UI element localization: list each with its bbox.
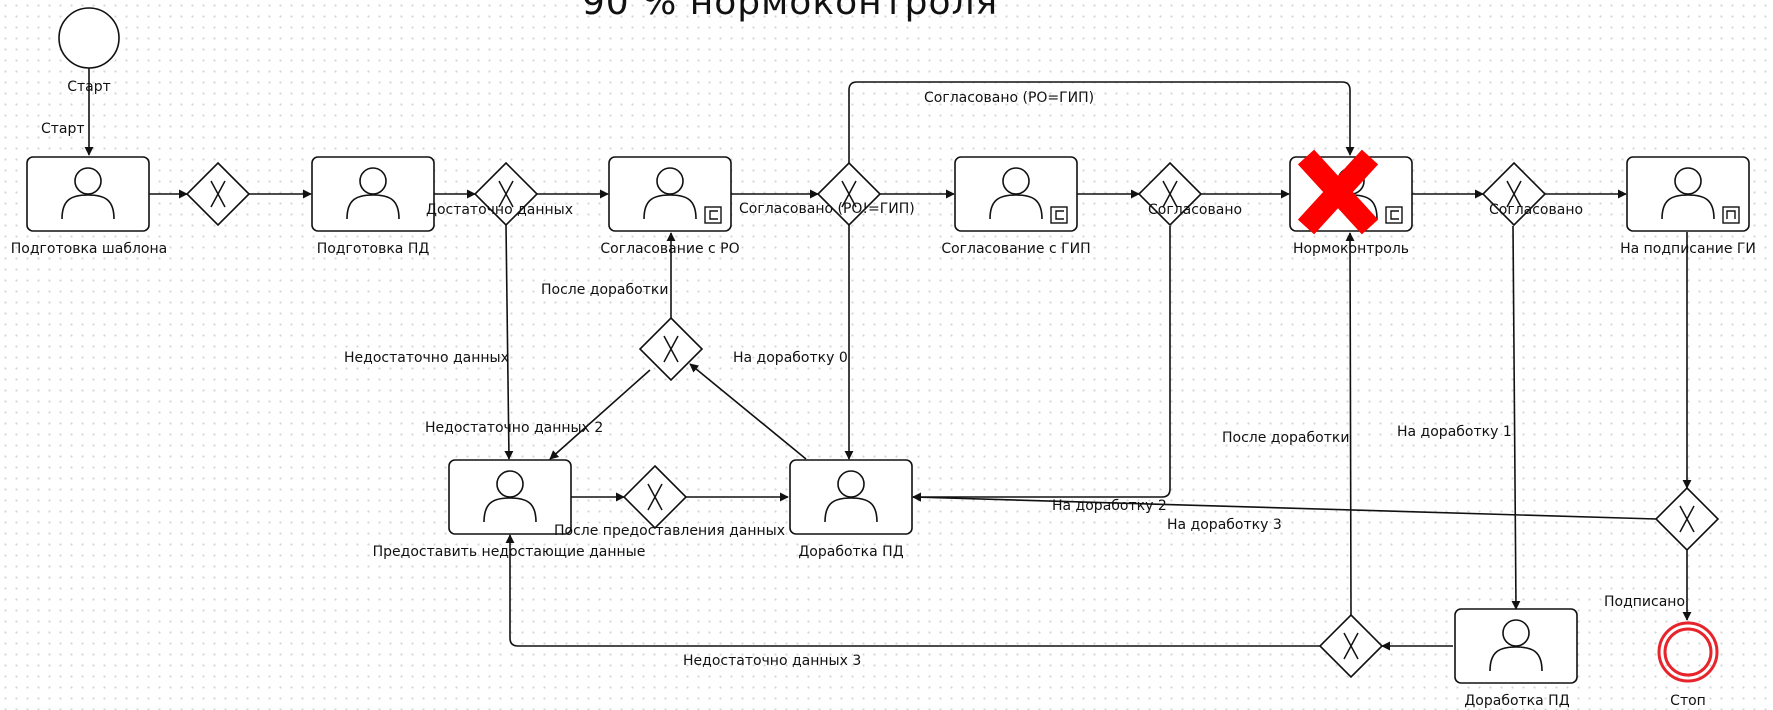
end-event[interactable] <box>1657 621 1719 683</box>
edge-agreed-ro-eq-gip[interactable] <box>848 81 1355 163</box>
task-rework-pd-1[interactable] <box>789 459 913 535</box>
exclusive-gateway-icon <box>1343 632 1359 660</box>
exclusive-gateway-icon <box>1506 180 1522 208</box>
task-prep-template[interactable] <box>26 156 150 232</box>
exclusive-gateway-icon <box>1679 505 1695 533</box>
exclusive-gateway-icon <box>1162 180 1178 208</box>
stop-label: Стоп <box>1670 693 1706 709</box>
task-provide-missing[interactable] <box>448 459 572 535</box>
edge-label-to-rework-3: На доработку 3 <box>1167 517 1282 533</box>
provide-missing-label: Предоставить недостающие данные <box>373 544 646 560</box>
task-normcontrol[interactable] <box>1289 149 1413 235</box>
edge-not-enough[interactable] <box>504 224 514 460</box>
edge-label-after-providing: После предоставления данных <box>554 523 785 539</box>
gateway-7[interactable] <box>622 464 688 530</box>
subprocess-marker-icon <box>1050 206 1068 224</box>
gateway-5[interactable] <box>1481 161 1547 227</box>
diagram-title: 90 % нормоконтроля <box>582 0 998 23</box>
signing-label: На подписание ГИ <box>1620 241 1756 257</box>
task-approve-gip[interactable] <box>954 156 1078 232</box>
exclusive-gateway-icon <box>647 483 663 511</box>
subprocess-marker-icon <box>1722 206 1740 224</box>
normcontrol-label: Нормоконтроль <box>1293 241 1409 257</box>
edge-label-not-enough: Недостаточно данных <box>344 350 509 366</box>
edge-label-to-rework-2: На доработку 2 <box>1052 498 1167 514</box>
gateway-8[interactable] <box>1654 486 1720 552</box>
exclusive-gateway-icon <box>498 180 514 208</box>
gateway-9[interactable] <box>1318 613 1384 679</box>
gateway-1[interactable] <box>185 161 251 227</box>
edge-to-rework-2[interactable] <box>912 226 1171 502</box>
rejected-x-icon <box>1297 149 1379 235</box>
edge-label-agreed-ro-eq-gip: Согласовано (РО=ГИП) <box>924 90 1094 106</box>
edge-label-after-rework-2: После доработки <box>1222 430 1349 446</box>
edge-label-start: Старт <box>41 121 85 137</box>
edge-rework-gw6[interactable] <box>689 363 807 460</box>
subprocess-marker-icon <box>704 206 722 224</box>
edge-to-rework-1[interactable] <box>1511 225 1521 610</box>
edge-not-enough-3[interactable] <box>505 534 1320 647</box>
exclusive-gateway-icon <box>210 180 226 208</box>
task-approve-ro[interactable] <box>608 156 732 232</box>
edge-label-agreed-2: Согласовано <box>1489 202 1583 218</box>
edge-label-not-enough-3: Недостаточно данных 3 <box>683 653 861 669</box>
edge-label-signed: Подписано <box>1604 594 1685 610</box>
approve-gip-label: Согласование с ГИП <box>941 241 1090 257</box>
approve-ro-label: Согласование с РО <box>600 241 739 257</box>
edge-label-to-rework-0: На доработку 0 <box>733 350 848 366</box>
edge-not-enough-2[interactable] <box>549 369 651 460</box>
edge-label-to-rework-1: На доработку 1 <box>1397 424 1512 440</box>
task-signing[interactable] <box>1626 156 1750 232</box>
edge-label-not-enough-2: Недостаточно данных 2 <box>425 420 603 436</box>
edges <box>84 68 1692 651</box>
task-prep-pd[interactable] <box>311 156 435 232</box>
prep-pd-label: Подготовка ПД <box>317 241 430 257</box>
exclusive-gateway-icon <box>663 335 679 363</box>
edge-label-after-rework-1: После доработки <box>541 282 668 298</box>
node-labels: Старт Подготовка шаблона Подготовка ПД С… <box>11 79 1756 709</box>
gateway-3[interactable] <box>816 161 882 227</box>
edge-label-enough-data: Достаточно данных <box>426 202 573 218</box>
edge-after-rework-2[interactable] <box>1345 232 1355 616</box>
subprocess-marker-icon <box>1385 206 1403 224</box>
rework-pd-2-label: Доработка ПД <box>1464 693 1569 709</box>
start-event[interactable] <box>58 7 120 69</box>
gateway-2[interactable] <box>473 161 539 227</box>
gateway-4[interactable] <box>1137 161 1203 227</box>
rework-pd-1-label: Доработка ПД <box>798 544 903 560</box>
edge-labels: Старт Достаточно данных Согласовано (РО!… <box>41 90 1685 669</box>
prep-template-label: Подготовка шаблона <box>11 241 167 257</box>
edge-to-rework-3[interactable] <box>912 492 1657 520</box>
start-label: Старт <box>67 79 111 95</box>
edge-label-agreed-ro-ne-gip: Согласовано (РО!=ГИП) <box>739 201 915 217</box>
gateway-6[interactable] <box>638 316 704 382</box>
edge-label-agreed-1: Согласовано <box>1148 202 1242 218</box>
task-rework-pd-2[interactable] <box>1454 608 1578 684</box>
exclusive-gateway-icon <box>841 180 857 208</box>
